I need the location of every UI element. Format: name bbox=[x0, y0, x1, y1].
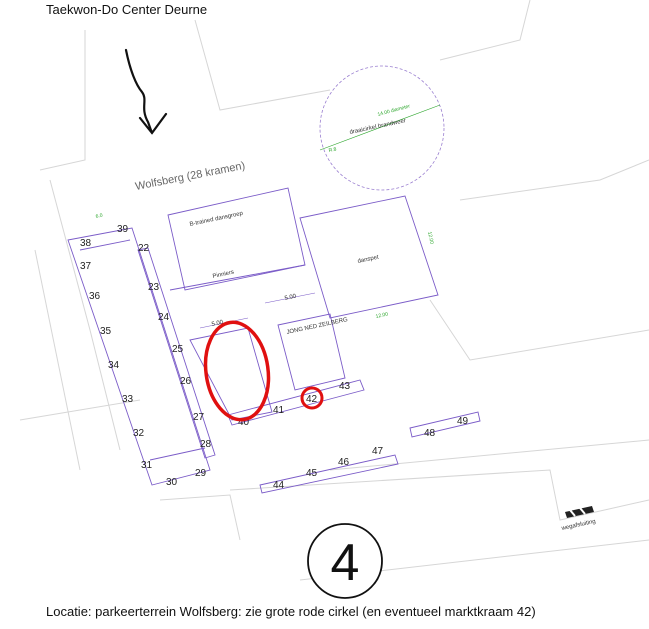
zone-4-marker: 4 bbox=[307, 523, 383, 599]
stall-number-46: 46 bbox=[338, 457, 350, 468]
circle-diameter-label: 14.00 diameter bbox=[377, 103, 411, 118]
stall-number-37: 37 bbox=[80, 261, 92, 272]
stall-number-34: 34 bbox=[108, 360, 120, 371]
wegafsluiting-label: wegafsluiting bbox=[560, 519, 596, 532]
zone-number: 4 bbox=[331, 534, 360, 592]
dim-label-6: 6.0 bbox=[95, 213, 103, 220]
stall-number-40: 40 bbox=[238, 417, 250, 428]
highlight-big-circle bbox=[203, 320, 271, 422]
stall-number-28: 28 bbox=[200, 439, 212, 450]
stall-number-27: 27 bbox=[193, 412, 205, 423]
stall-number-44: 44 bbox=[273, 480, 285, 491]
stall-number-48: 48 bbox=[424, 428, 436, 439]
stall-number-49: 49 bbox=[457, 416, 469, 427]
stall-number-42: 42 bbox=[306, 394, 318, 405]
pinners-label: Pinniers bbox=[212, 270, 234, 280]
turning-circle: 14.00 diameter draaicirkel brandweer R.8 bbox=[319, 65, 445, 191]
stall-number-39: 39 bbox=[117, 224, 129, 235]
base-map-lines bbox=[19, 0, 649, 581]
stall-number-35: 35 bbox=[100, 326, 112, 337]
stall-numbers: 22 23 24 25 26 27 28 29 30 31 32 33 34 35 36 37 38 39 40 41… bbox=[80, 224, 469, 491]
stall-number-45: 45 bbox=[306, 468, 318, 479]
stall-number-22: 22 bbox=[138, 243, 150, 254]
stall-number-33: 33 bbox=[122, 394, 134, 405]
direction-arrow bbox=[124, 48, 168, 135]
stall-number-47: 47 bbox=[372, 446, 384, 457]
stall-number-29: 29 bbox=[195, 468, 207, 479]
circle-radius-label: R.8 bbox=[328, 146, 337, 154]
street-label: Wolfsberg (28 kramen) bbox=[134, 160, 246, 193]
left-stall-strip bbox=[67, 227, 211, 486]
stall-number-32: 32 bbox=[133, 428, 145, 439]
middle-stall-strip bbox=[137, 247, 216, 459]
dim-label-12: 12.00 bbox=[426, 231, 435, 245]
circle-label: draaicirkel brandweer bbox=[349, 118, 406, 136]
dim-label-5b: 5.00 bbox=[211, 320, 224, 328]
stall-number-30: 30 bbox=[166, 477, 178, 488]
jong-ned-label: JONG NED ZEILBERG bbox=[286, 317, 349, 336]
stall-number-31: 31 bbox=[141, 460, 153, 471]
bottom-stall-strips bbox=[227, 379, 481, 494]
stall-number-38: 38 bbox=[80, 238, 92, 249]
map-title: Taekwon-Do Center Deurne bbox=[46, 2, 208, 17]
building-label: B-trained dansgroep bbox=[189, 211, 244, 228]
stall-number-43: 43 bbox=[339, 381, 351, 392]
stall-number-41: 41 bbox=[273, 405, 285, 416]
highlight-stall-42-circle bbox=[300, 386, 324, 410]
dim-label-12b: 12.00 bbox=[375, 311, 389, 320]
stall-number-23: 23 bbox=[148, 282, 160, 293]
danspet-label: danspet bbox=[357, 255, 379, 265]
stall-number-26: 26 bbox=[180, 376, 192, 387]
stall-number-24: 24 bbox=[158, 312, 170, 323]
stall-number-36: 36 bbox=[89, 291, 101, 302]
stall-number-25: 25 bbox=[172, 344, 184, 355]
location-caption: Locatie: parkeerterrein Wolfsberg: zie g… bbox=[46, 604, 536, 619]
dim-label-5a: 5.00 bbox=[284, 294, 297, 302]
